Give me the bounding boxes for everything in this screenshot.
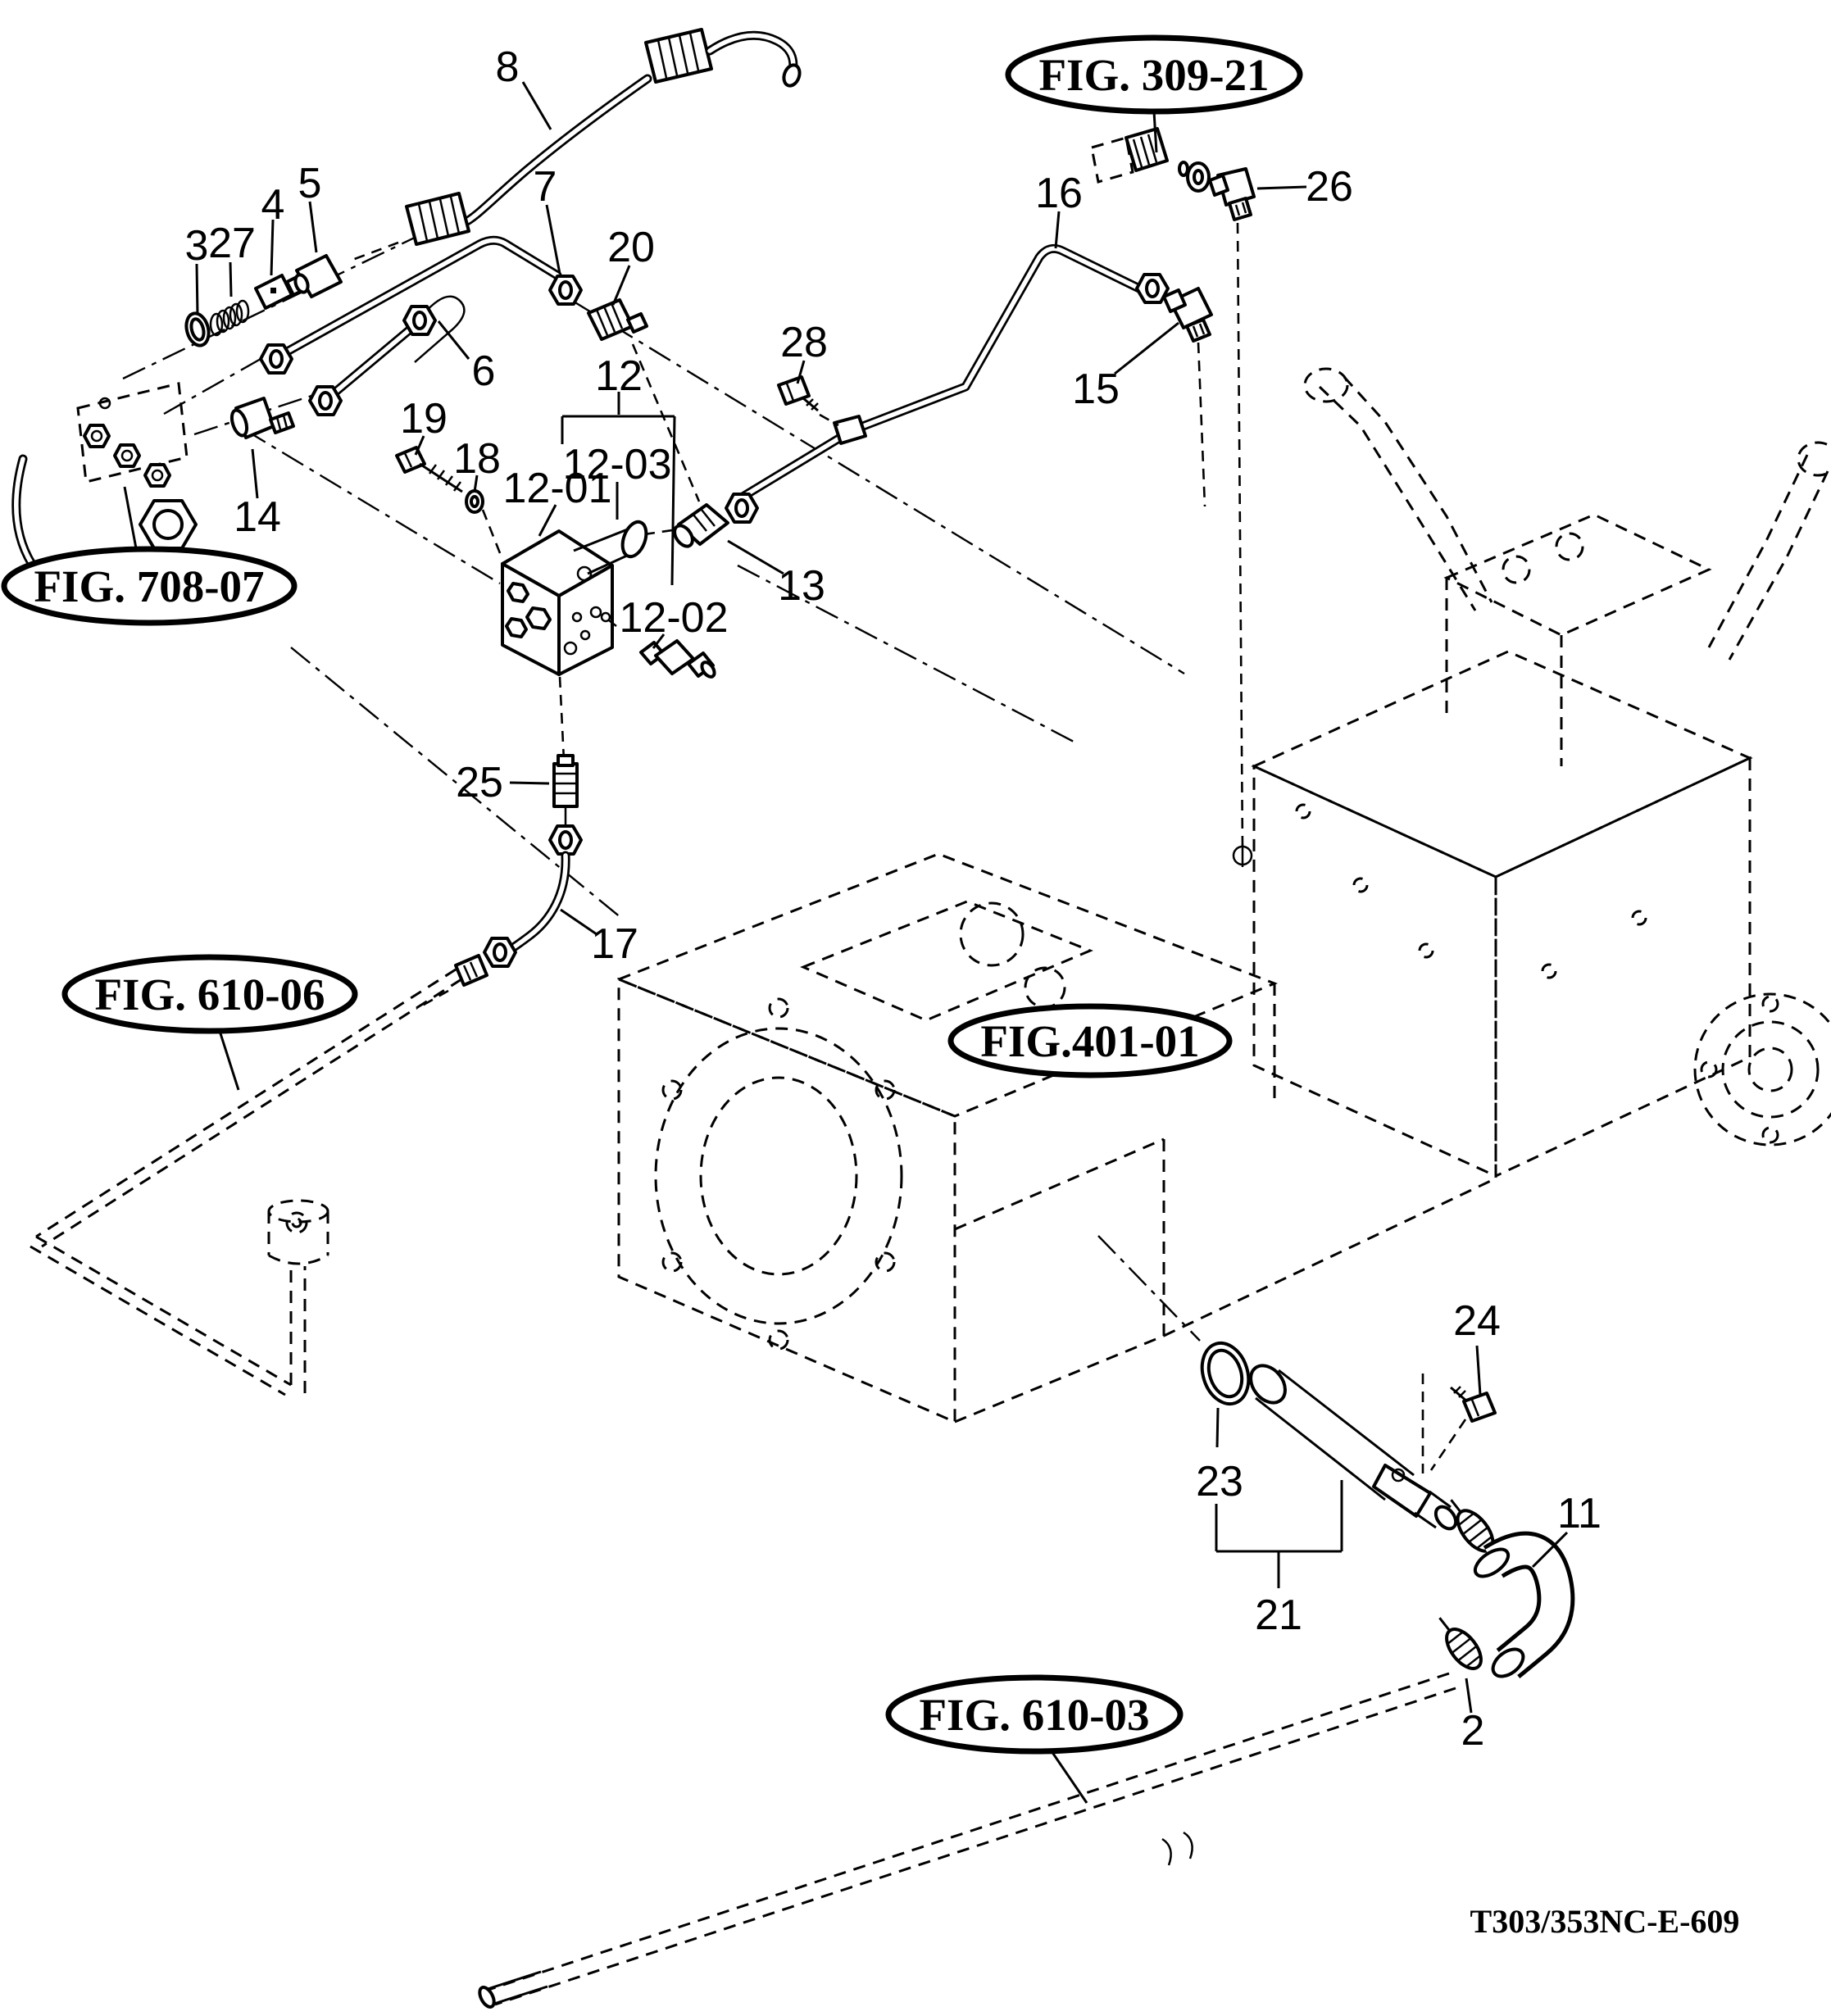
part-label-21: 21 — [1255, 1591, 1302, 1639]
drain-pipe-dashed — [478, 1672, 1456, 2009]
part-label-20: 20 — [607, 224, 655, 271]
clamp-2a — [1450, 1499, 1495, 1553]
fig-309-21-label: FIG. 309-21 — [1038, 50, 1269, 100]
fitting-13 — [643, 503, 729, 548]
part-label-23: 23 — [1196, 1458, 1243, 1505]
fig-708-07-label: FIG. 708-07 — [34, 561, 264, 611]
washer-18 — [465, 489, 503, 558]
fig-401-01-label: FIG.401-01 — [980, 1016, 1199, 1066]
part-label-24: 24 — [1453, 1297, 1501, 1345]
fitting-5 — [285, 254, 343, 298]
fig-610-06-label: FIG. 610-06 — [94, 969, 325, 1019]
label-bracket-21-23 — [1215, 1480, 1343, 1588]
part-label-4: 4 — [261, 181, 285, 229]
elbow-15 — [1162, 287, 1213, 507]
hose-11 — [1473, 1531, 1575, 1678]
part-label-6: 6 — [472, 347, 496, 395]
pipe-16 — [725, 243, 1170, 524]
tube-21 — [1249, 1364, 1458, 1531]
pipe-17 — [416, 824, 583, 1010]
part-label-11: 11 — [1557, 1490, 1602, 1537]
part-label-13: 13 — [778, 562, 825, 610]
fig-309-21-ellipse — [1005, 34, 1303, 115]
oring-23 — [1200, 1341, 1251, 1406]
fig-708-07-ellipse — [1, 546, 298, 626]
spring-27 — [209, 299, 250, 337]
part-label-12-01: 12-01 — [503, 465, 612, 512]
part-label-16: 16 — [1035, 170, 1083, 217]
part-label-7: 7 — [534, 163, 557, 211]
suction-pipe-dashed — [30, 968, 462, 1396]
pipe-7 — [259, 235, 583, 375]
part-label-8: 8 — [496, 43, 520, 91]
part-label-28: 28 — [780, 319, 828, 366]
part-label-12-03: 12-03 — [563, 441, 672, 488]
fig-610-06-ellipse — [61, 954, 358, 1034]
valve-block-12 — [501, 520, 648, 761]
plug-20 — [587, 298, 701, 502]
part-label-3: 3 — [185, 222, 209, 270]
piston-4 — [254, 274, 293, 310]
fitting-25 — [552, 754, 579, 824]
bolt-28 — [777, 375, 839, 427]
clamp-2b — [1438, 1617, 1483, 1670]
rear-housing — [1232, 367, 1831, 1178]
elbow-26 — [1208, 167, 1256, 850]
part-label-18: 18 — [453, 435, 501, 483]
fig-610-03-label: FIG. 610-03 — [919, 1690, 1149, 1740]
part-label-19: 19 — [400, 395, 448, 443]
transmission-housing — [615, 852, 1497, 1424]
fig-401-01-ellipse — [947, 1003, 1233, 1078]
part-label-14: 14 — [234, 493, 281, 541]
part-label-5: 5 — [298, 160, 322, 207]
part-label-27: 27 — [208, 220, 256, 267]
oring-3 — [184, 311, 211, 347]
part-label-2: 2 — [1461, 1707, 1485, 1755]
fitting-12-02 — [639, 639, 716, 679]
datum-lines — [122, 234, 1201, 1342]
elbow-14 — [229, 397, 295, 439]
bolt-24 — [1421, 1374, 1497, 1473]
label-bracket-12 — [561, 392, 676, 586]
hose-8 — [352, 28, 802, 261]
drawing-code: T303/353NC-E-609 — [1470, 1903, 1740, 1940]
plug-fig309 — [1090, 127, 1211, 193]
part-label-12-02: 12-02 — [620, 594, 729, 642]
part-label-15: 15 — [1072, 366, 1120, 413]
figure-refs: FIG. 309-21 FIG. 708-07 FIG. 610-06 FIG.… — [1, 34, 1303, 1804]
part-label-26: 26 — [1306, 163, 1353, 211]
fig-610-03-ellipse — [885, 1674, 1184, 1755]
part-label-25: 25 — [456, 759, 503, 806]
part-label-17: 17 — [591, 920, 638, 968]
part-label-12: 12 — [595, 352, 643, 400]
part-labels: 8 4 5 3 27 7 20 16 26 28 6 12 19 18 12-0… — [185, 43, 1602, 1755]
pipe-6 — [308, 295, 466, 416]
bolt-19 — [395, 446, 463, 493]
